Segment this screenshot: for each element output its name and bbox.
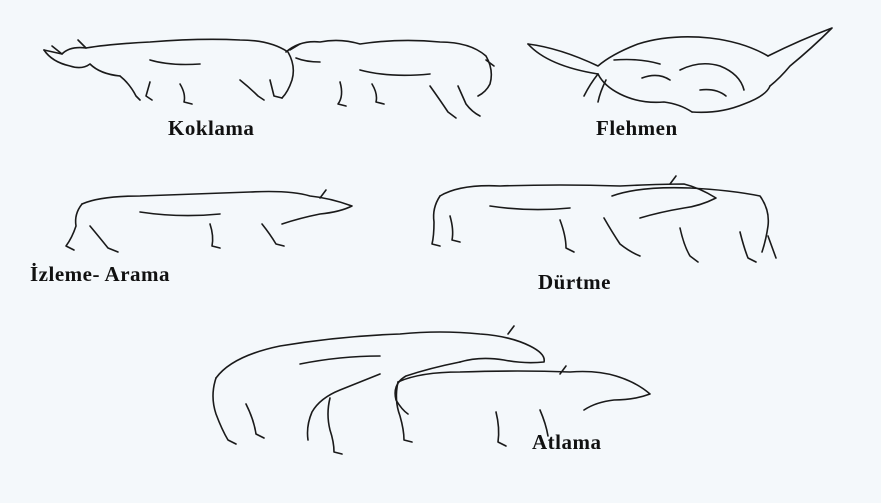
label-izleme-arama: İzleme- Arama: [30, 262, 170, 287]
izleme-arama-illustration: [66, 190, 352, 252]
label-atlama: Atlama: [532, 430, 602, 455]
flehmen-illustration: [528, 28, 832, 112]
label-flehmen: Flehmen: [596, 116, 678, 141]
koklama-illustration: [44, 39, 494, 118]
durtme-illustration: [432, 176, 776, 262]
label-koklama: Koklama: [168, 116, 254, 141]
label-durtme: Dürtme: [538, 270, 611, 295]
